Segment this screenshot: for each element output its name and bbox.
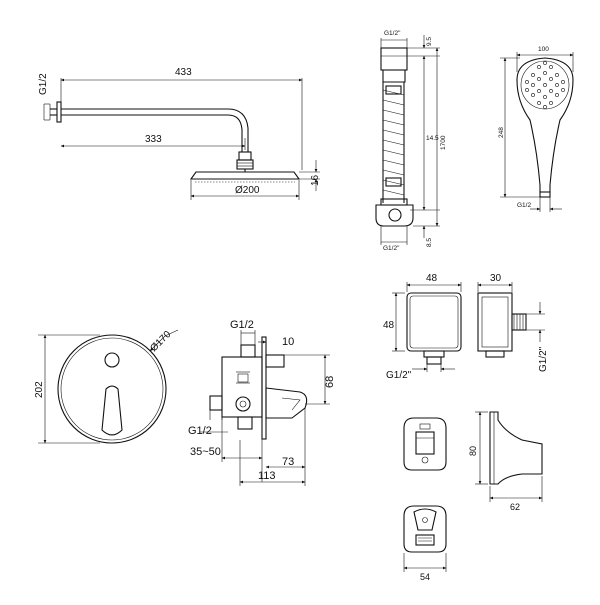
outlet-front-box: [406, 292, 462, 352]
plate-height: 202: [34, 381, 45, 398]
hose-top-offset: 9.5: [426, 37, 433, 46]
mixer-body-drawing: G1/2 10 68 G1/2 35~50 73 113: [188, 319, 336, 486]
hose-bottom-thread: G1/2": [383, 245, 400, 252]
mixer-plate-circle: [57, 334, 167, 444]
side-lever: [265, 387, 308, 419]
arm-thread-label: G1/2: [38, 73, 49, 95]
front-cap: [265, 354, 285, 368]
hand-shower-thread: G1/2: [517, 202, 531, 209]
outlet-side-thread: G1/2": [538, 346, 549, 372]
hand-shower-drawing: 100 248 G1/2: [498, 46, 574, 212]
hand-shower-length: 248: [498, 127, 505, 138]
lever-depth: 73: [282, 456, 294, 468]
hose-top-nut: [380, 47, 408, 71]
holder-width: 54: [420, 572, 430, 582]
outlet-front-thread: G1/2": [386, 370, 412, 381]
holder-height: 80: [468, 446, 478, 456]
hose-middle: 14.5: [426, 135, 439, 142]
head-thickness: 16: [310, 174, 321, 186]
outlet-side-box: [477, 292, 513, 352]
hose-bottom-offset: 8.5: [426, 238, 433, 247]
mixer-plate-drawing: Ø170 202: [34, 329, 179, 444]
holder-front-drawing: [403, 417, 447, 471]
holder-depth: 62: [510, 502, 520, 512]
arm-pipe: [61, 108, 249, 152]
total-depth: 113: [258, 470, 276, 482]
mixer-lever: [101, 385, 123, 436]
plate-diameter: Ø170: [148, 329, 173, 354]
hose-length: 1700: [440, 135, 447, 150]
head-diameter: Ø200: [235, 185, 260, 196]
front-depth: 10: [282, 336, 294, 348]
body-top-thread: G1/2: [230, 319, 254, 331]
hand-shower-width: 100: [538, 46, 549, 53]
wall-outlet-front-drawing: 48 48 G1/2": [383, 273, 462, 381]
holder-top-body: [403, 505, 447, 553]
wall-outlet-side-drawing: 30 G1/2": [477, 273, 549, 372]
outlet-front-height: 48: [383, 320, 395, 331]
outlet-side-width: 30: [490, 273, 502, 284]
shower-arm-drawing: G1/2 433 333 16 Ø200: [38, 67, 321, 200]
arm-flange: [56, 101, 62, 123]
diverter-knob: [104, 352, 120, 368]
holder-side-body: [489, 411, 543, 485]
wall-depth: 35~50: [190, 446, 221, 458]
shower-head: [189, 171, 301, 180]
hand-shower-body: [516, 57, 574, 193]
outlet-front-width: 48: [426, 273, 438, 284]
holder-top-drawing: 54: [403, 505, 447, 582]
holder-side-drawing: 80 62: [468, 411, 543, 512]
holder-front-body: [403, 417, 447, 471]
hose-top-thread: G1/2": [384, 30, 401, 37]
arm-length: 333: [145, 134, 162, 145]
outlet-height: 68: [324, 376, 336, 388]
hose-bottom-nut: [375, 204, 414, 227]
mixer-housing: [221, 356, 263, 418]
hose-drawing: G1/2" G1/2" 9.5 14.5 1700 8.5: [375, 30, 447, 252]
arm-total-length: 433: [175, 67, 192, 78]
body-left-thread: G1/2: [188, 425, 212, 437]
